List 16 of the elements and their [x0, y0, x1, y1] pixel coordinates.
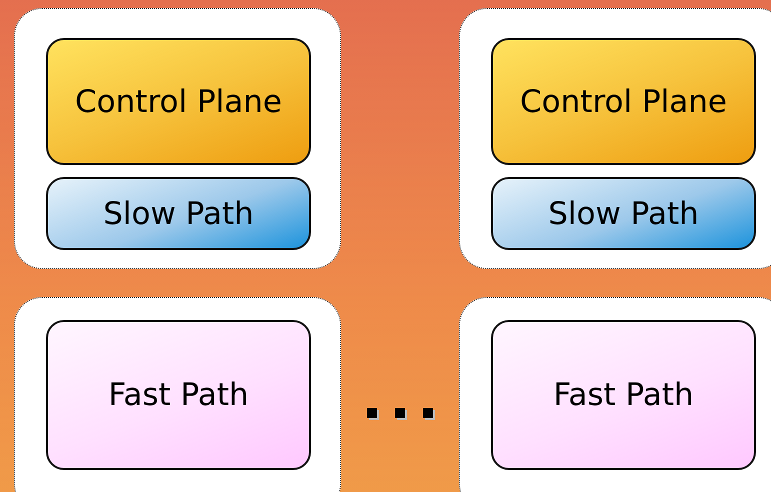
node-label: Slow Path: [103, 196, 254, 232]
fast-path-box: [491, 320, 756, 470]
node-label: Control Plane: [520, 84, 727, 120]
control-plane-box: [491, 38, 756, 165]
slow-path-box: [46, 177, 311, 250]
fast-path-box: [46, 320, 311, 470]
node-label: Fast Path: [553, 377, 694, 413]
group-panel: [14, 297, 341, 492]
slow-path-box: [491, 177, 756, 250]
control-plane-box: [46, 38, 311, 165]
group-panel: [14, 8, 341, 269]
group-panel: [459, 8, 771, 269]
group-panel: [459, 297, 771, 492]
node-label: Control Plane: [75, 84, 282, 120]
node-label: Slow Path: [548, 196, 699, 232]
node-label: Fast Path: [108, 377, 249, 413]
